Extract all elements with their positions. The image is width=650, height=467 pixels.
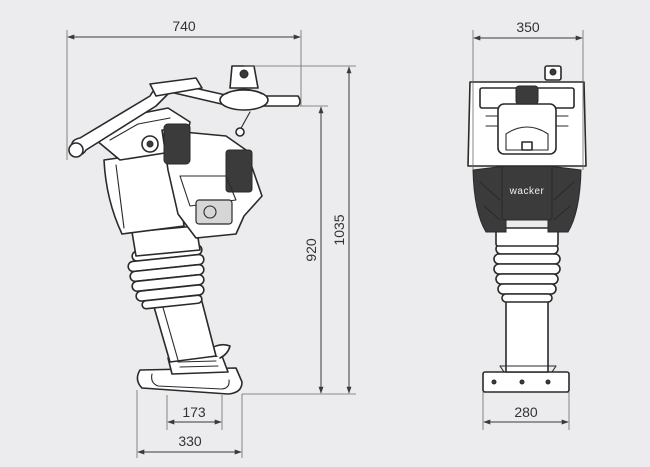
side-view bbox=[68, 65, 301, 395]
front-engine-detail bbox=[505, 126, 549, 151]
side-pivot-center bbox=[146, 140, 154, 148]
dim-label-740: 740 bbox=[172, 18, 196, 34]
side-throttle-housing bbox=[219, 89, 269, 111]
dim-label-280: 280 bbox=[514, 404, 538, 420]
dimension-lines: 740 1035 920 173 330 350 280 bbox=[66, 18, 584, 458]
front-foot-bolt-1 bbox=[491, 379, 497, 385]
side-leg-tube-edge bbox=[161, 303, 179, 361]
brand-label: wacker bbox=[509, 186, 545, 197]
side-foot-plate bbox=[136, 367, 243, 395]
side-fuel-tank bbox=[225, 149, 253, 193]
side-throttle-joint bbox=[235, 127, 245, 137]
dim-label-920: 920 bbox=[303, 238, 319, 262]
front-air-filter bbox=[515, 85, 539, 105]
dim-label-1035: 1035 bbox=[331, 214, 347, 245]
front-foot-bolt-2 bbox=[519, 379, 525, 385]
dim-label-330: 330 bbox=[178, 433, 202, 449]
front-collar bbox=[495, 227, 559, 247]
front-throttle-knob bbox=[549, 68, 557, 76]
side-recoil-starter bbox=[195, 199, 233, 225]
side-lower-housing bbox=[103, 149, 185, 235]
front-leg-tube bbox=[505, 299, 549, 373]
side-engine-panel bbox=[179, 175, 237, 207]
dim-label-350: 350 bbox=[516, 19, 540, 35]
front-leg-base bbox=[499, 365, 557, 373]
side-handle-grip-end bbox=[68, 142, 84, 158]
side-starter-hub bbox=[203, 205, 217, 219]
side-throttle-knob bbox=[239, 69, 249, 79]
side-housing-edge bbox=[115, 164, 125, 229]
front-foot-bolt-3 bbox=[545, 379, 551, 385]
side-frame-detail bbox=[109, 117, 171, 141]
side-air-filter bbox=[163, 123, 191, 165]
front-bellows bbox=[493, 243, 561, 303]
side-throttle-detail bbox=[225, 88, 263, 95]
side-foot-bracket-ribs bbox=[177, 360, 219, 368]
front-wing-ribs bbox=[479, 181, 575, 221]
side-throttle-rod bbox=[239, 111, 251, 131]
front-right-wing bbox=[547, 165, 582, 233]
front-fuel-cap bbox=[521, 141, 533, 151]
side-foot-plate-inner bbox=[151, 373, 230, 390]
side-handle-top-bar bbox=[149, 77, 203, 97]
front-left-wing bbox=[472, 165, 507, 233]
front-view: wacker bbox=[467, 65, 587, 393]
dim-label-173: 173 bbox=[182, 404, 206, 420]
